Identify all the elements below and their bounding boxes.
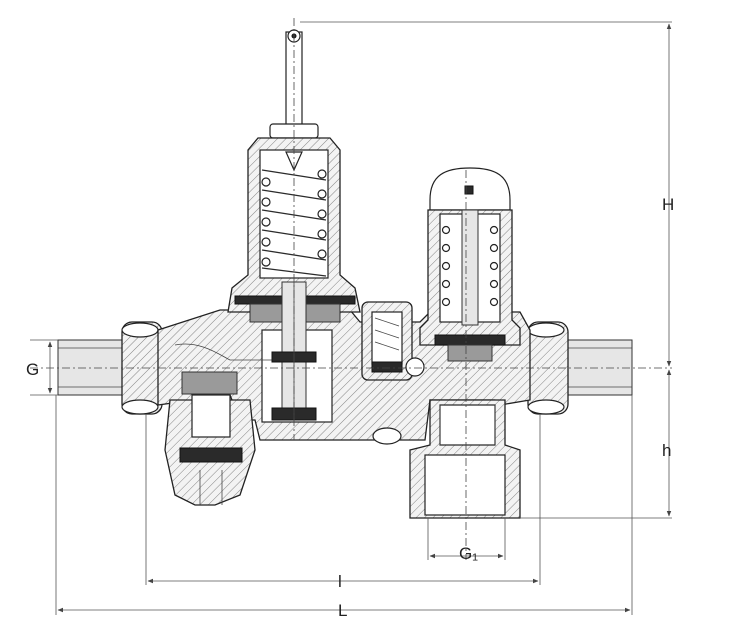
pilot-valve bbox=[361, 301, 425, 445]
dimension-L: L bbox=[57, 601, 631, 620]
outlet-branch bbox=[409, 399, 521, 519]
dimension-G: G bbox=[26, 341, 53, 394]
dimension-label-H: H bbox=[662, 195, 674, 214]
relief-valve bbox=[419, 167, 521, 362]
dimension-label-L: L bbox=[338, 601, 347, 620]
dimension-h: h bbox=[662, 369, 671, 517]
strainer-cartridge bbox=[164, 371, 256, 506]
dimension-H: H bbox=[662, 23, 674, 367]
dimension-label-G1: G₁ bbox=[459, 544, 478, 563]
dimension-label-h: h bbox=[662, 441, 671, 460]
dimension-l: l bbox=[147, 572, 539, 591]
relief-spring bbox=[441, 225, 499, 307]
dimension-label-l: l bbox=[338, 572, 342, 591]
dimension-label-G: G bbox=[26, 360, 39, 379]
center-lines bbox=[30, 18, 672, 560]
extension-lines bbox=[30, 21, 672, 615]
dimension-G1: G₁ bbox=[429, 544, 504, 563]
